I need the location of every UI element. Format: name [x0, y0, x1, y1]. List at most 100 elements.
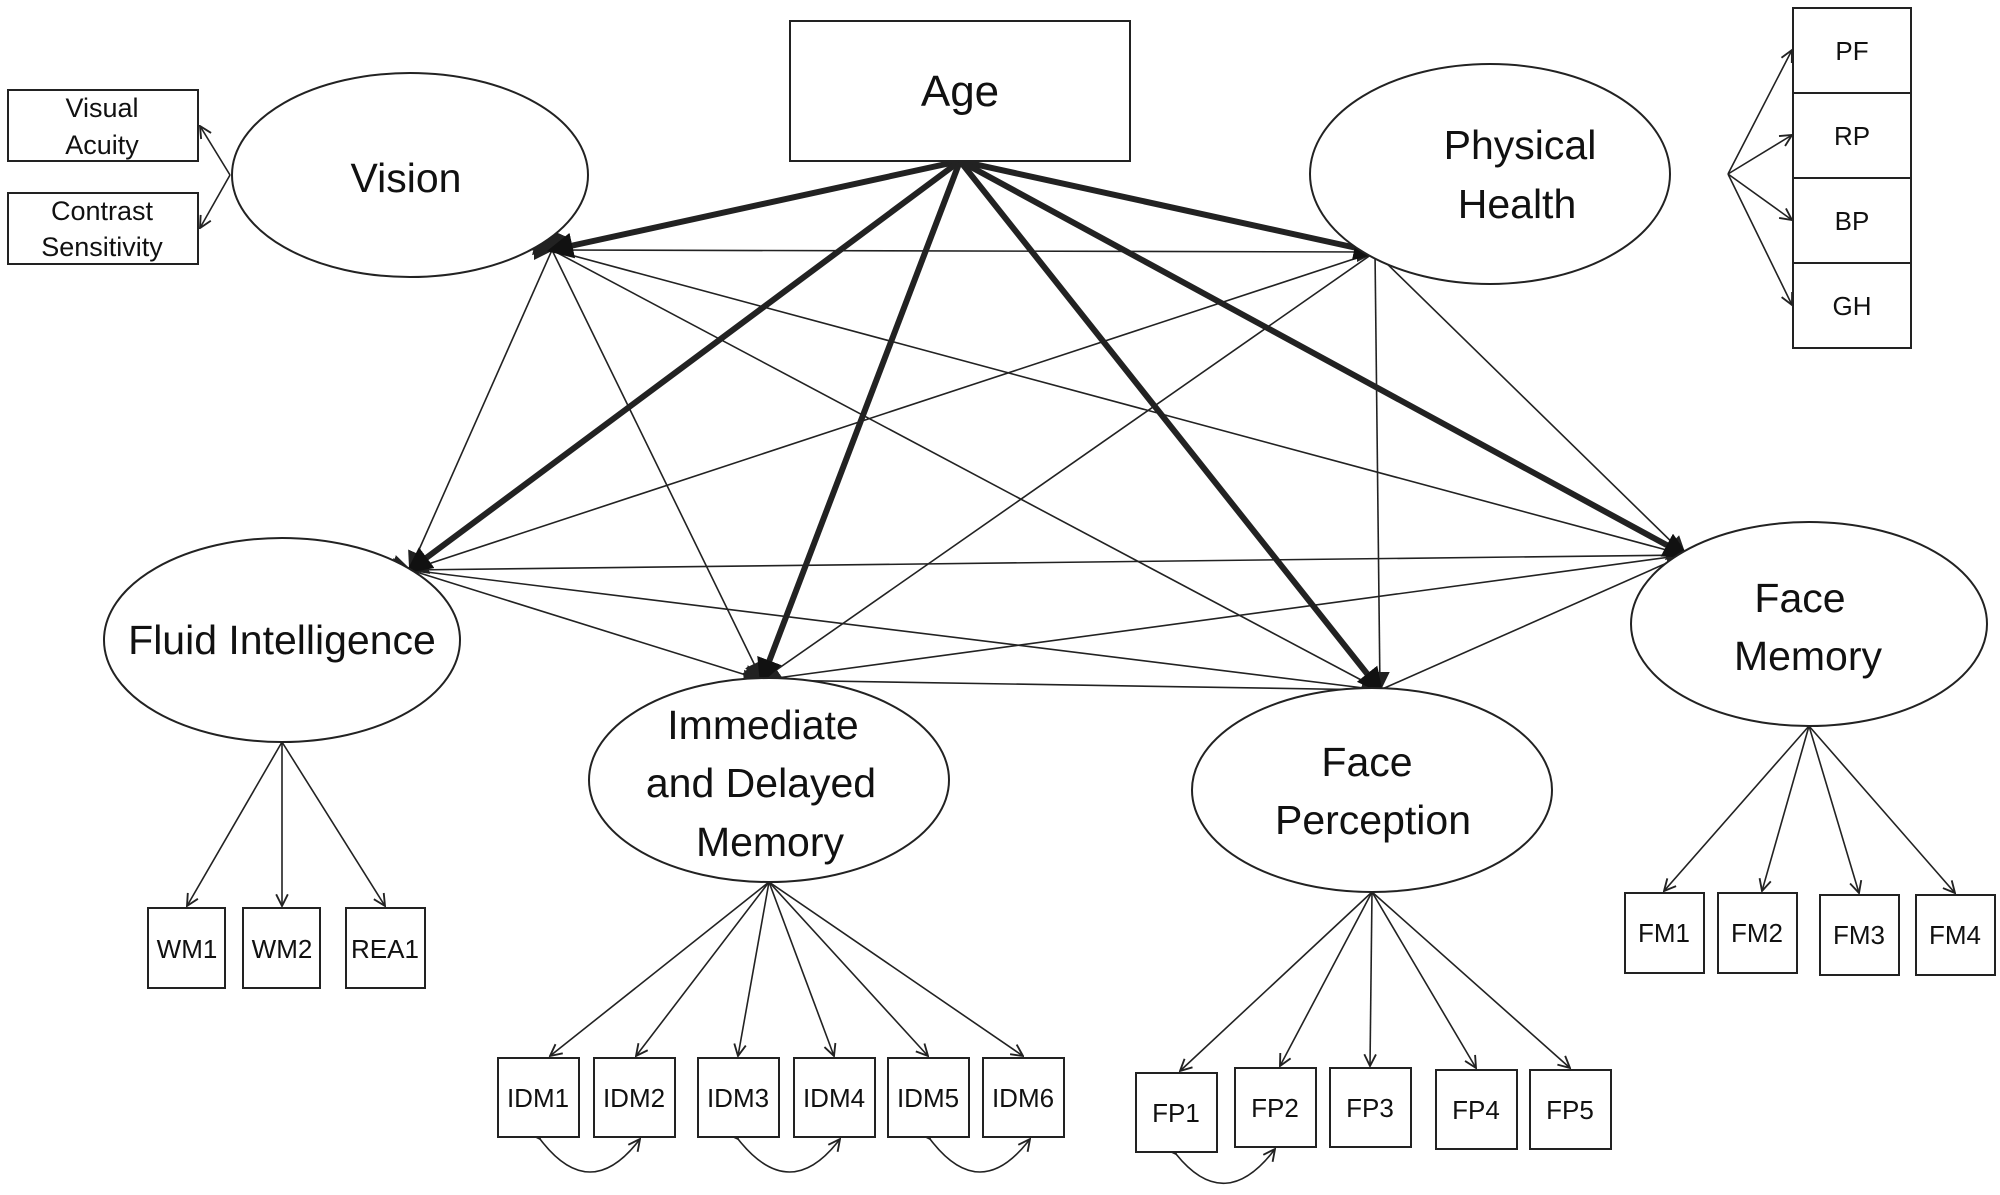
loading-fluid-intelligence-2	[281, 741, 385, 906]
cov-vis-fi	[408, 229, 569, 572]
loading-face-perception-0	[1180, 891, 1373, 1071]
svg-text:BP: BP	[1835, 206, 1870, 236]
cov-vis-ph	[533, 239, 1377, 262]
loading-physical-health-2	[1727, 173, 1792, 220]
loading-idm-3	[768, 881, 834, 1056]
latent-vision: Vision	[231, 72, 589, 278]
loading-physical-health-1	[1727, 135, 1792, 175]
loading-vision-visual-acuity	[200, 126, 231, 176]
svg-text:REA1: REA1	[351, 934, 419, 964]
factor-loadings	[187, 50, 1955, 1071]
loading-idm-2	[738, 881, 770, 1056]
cov-idm-fp	[743, 669, 1382, 700]
loading-physical-health-3	[1727, 173, 1792, 305]
svg-text:IDM1: IDM1	[507, 1083, 569, 1113]
indicator-idm1: IDM1	[497, 1057, 580, 1138]
svg-text:GH: GH	[1833, 291, 1872, 321]
indicator-rp: RP	[1792, 92, 1912, 179]
svg-text:RP: RP	[1834, 121, 1870, 151]
loading-face-memory-3	[1808, 725, 1955, 893]
svg-text:FP3: FP3	[1346, 1093, 1394, 1123]
idm-label-line2: and Delayed	[646, 760, 876, 806]
face-memory-label-line2: Memory	[1734, 633, 1883, 679]
svg-text:IDM3: IDM3	[707, 1083, 769, 1113]
svg-text:Visual: Visual	[65, 93, 138, 123]
loading-vision-contrast-sensitivity	[200, 174, 231, 228]
indicator-idm2: IDM2	[593, 1057, 676, 1138]
age-to-fluid-intelligence-path	[405, 158, 962, 574]
indicator-fm2: FM2	[1717, 892, 1798, 974]
latent-physical-health: Physical Health	[1309, 63, 1671, 285]
indicator-fm3: FM3	[1819, 894, 1900, 976]
indicator-wm1: WM1	[147, 907, 226, 989]
error-cov-idm3-idm4	[738, 1139, 840, 1173]
indicator-fp5: FP5	[1529, 1069, 1612, 1150]
indicator-fp2: FP2	[1234, 1067, 1317, 1148]
indicator-fm1: FM1	[1624, 892, 1705, 974]
svg-text:FM1: FM1	[1638, 918, 1690, 948]
age-to-face-perception-path	[957, 159, 1384, 695]
physical-health-label-line2: Health	[1458, 181, 1577, 227]
latent-face-memory: Face Memory	[1630, 521, 1988, 727]
age-to-physical-health-path	[959, 158, 1381, 261]
latent-face-perception: Face Perception	[1191, 687, 1553, 893]
loading-face-perception-2	[1370, 891, 1372, 1066]
cov-fi-fm	[391, 545, 1687, 581]
svg-text:Contrast: Contrast	[51, 196, 154, 226]
cov-fp-fm	[1359, 553, 1687, 707]
loading-idm-4	[768, 881, 928, 1056]
svg-text:IDM4: IDM4	[803, 1083, 865, 1113]
face-perception-label-line1: Face	[1321, 739, 1412, 785]
age-to-vision-path	[546, 158, 961, 259]
fluid-intelligence-label: Fluid Intelligence	[128, 617, 436, 663]
error-cov-fp1-fp2	[1176, 1149, 1275, 1185]
face-memory-label-line1: Face	[1754, 575, 1845, 621]
error-cov-idm5-idm6	[930, 1139, 1030, 1173]
age-node: Age	[789, 20, 1131, 162]
loading-face-memory-2	[1808, 725, 1859, 893]
indicator-idm4: IDM4	[793, 1057, 876, 1138]
svg-text:FM2: FM2	[1731, 918, 1783, 948]
indicator-fp4: FP4	[1435, 1069, 1518, 1150]
indicator-idm5: IDM5	[887, 1057, 970, 1138]
indicator-gh: GH	[1792, 262, 1912, 349]
idm-label-line1: Immediate	[667, 702, 858, 748]
cov-fi-idm	[389, 555, 764, 685]
latent-immediate-delayed-memory: Immediate and Delayed Memory	[588, 677, 950, 883]
indicator-wm2: WM2	[242, 907, 321, 989]
cov-vis-fp	[531, 232, 1382, 691]
svg-text:PF: PF	[1835, 36, 1868, 66]
indicator-idm3: IDM3	[697, 1057, 780, 1138]
idm-label-line3: Memory	[696, 819, 845, 865]
svg-text:Acuity: Acuity	[65, 130, 139, 160]
svg-text:IDM5: IDM5	[897, 1083, 959, 1113]
indicator-fm4: FM4	[1915, 894, 1996, 976]
loading-face-perception-1	[1280, 891, 1373, 1066]
loading-idm-5	[768, 881, 1023, 1056]
svg-text:FP4: FP4	[1452, 1095, 1500, 1125]
svg-text:WM1: WM1	[157, 934, 218, 964]
cov-vis-fm	[532, 235, 1687, 560]
svg-text:FM3: FM3	[1833, 920, 1885, 950]
indicator-rea1: REA1	[345, 907, 426, 989]
latent-covariances	[389, 229, 1687, 707]
age-regression-paths	[405, 158, 1690, 695]
svg-text:WM2: WM2	[252, 934, 313, 964]
indicator-fp1: FP1	[1135, 1072, 1218, 1153]
svg-text:FP5: FP5	[1546, 1095, 1594, 1125]
svg-text:IDM2: IDM2	[603, 1083, 665, 1113]
indicator-visual-acuity: Visual Acuity	[7, 89, 199, 162]
svg-text:FP1: FP1	[1152, 1098, 1200, 1128]
loading-face-memory-1	[1762, 725, 1810, 891]
latent-fluid-intelligence: Fluid Intelligence	[103, 537, 461, 743]
loading-idm-0	[550, 881, 770, 1056]
loading-fluid-intelligence-0	[187, 741, 283, 906]
indicator-boxes: Visual Acuity Contrast Sensitivity PF RP…	[7, 7, 1996, 1153]
svg-text:FM4: FM4	[1929, 920, 1981, 950]
indicator-fp3: FP3	[1329, 1067, 1412, 1148]
cov-ph-fi	[408, 236, 1396, 574]
svg-text:IDM6: IDM6	[992, 1083, 1054, 1113]
loading-face-perception-3	[1371, 891, 1476, 1068]
loading-idm-1	[636, 881, 770, 1056]
